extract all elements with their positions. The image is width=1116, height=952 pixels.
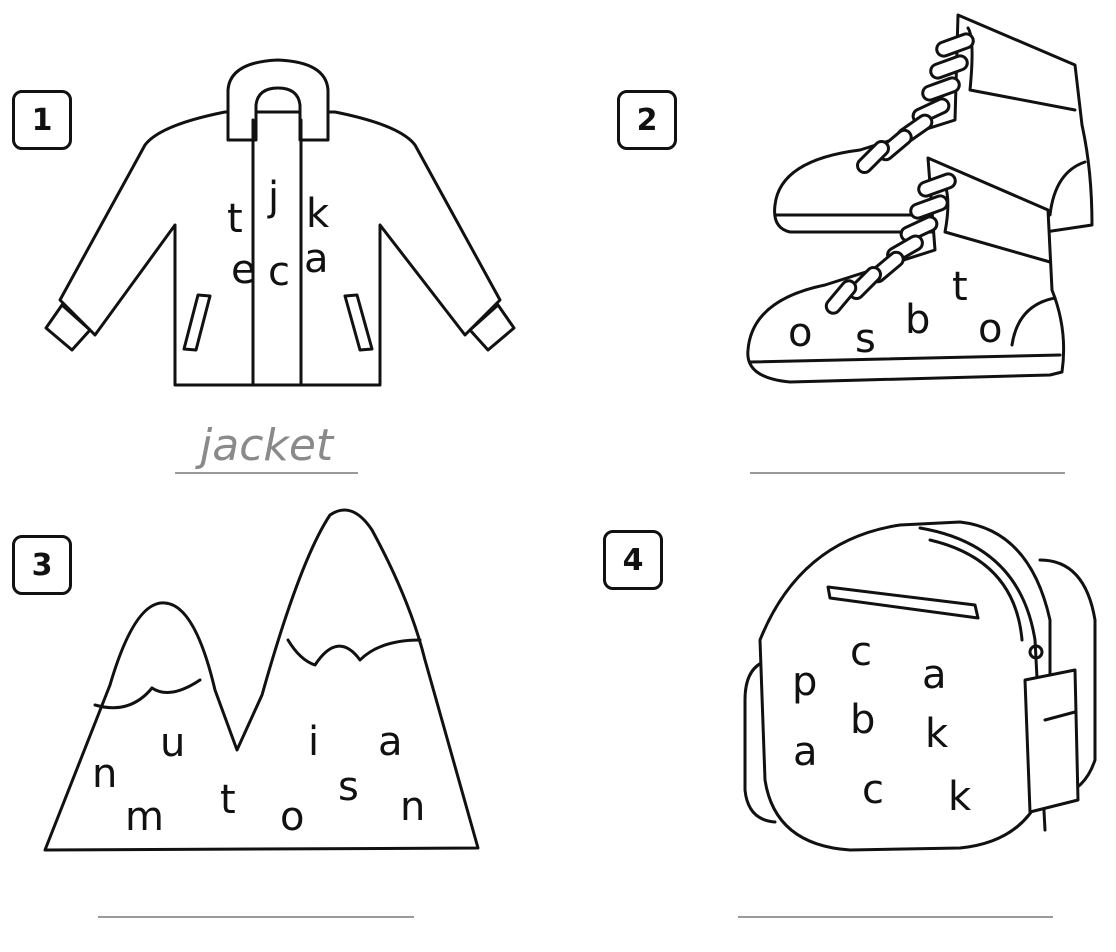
answer-line-3[interactable] bbox=[98, 916, 414, 918]
jacket-letter-t: t bbox=[227, 196, 243, 242]
backpack-letter-a-2: a bbox=[793, 729, 818, 775]
mountain-letter-t: t bbox=[220, 777, 236, 823]
answer-line-4[interactable] bbox=[738, 916, 1053, 918]
jacket-icon bbox=[44, 58, 516, 387]
jacket-letter-k: k bbox=[306, 191, 330, 237]
jacket-letter-j: j bbox=[267, 174, 279, 220]
answer-line-2[interactable] bbox=[750, 472, 1065, 474]
mountain-letter-n-2: n bbox=[400, 784, 425, 830]
boots-letter-b: b bbox=[905, 297, 930, 343]
mountain-letter-n: n bbox=[92, 751, 117, 797]
backpack-letter-p: p bbox=[792, 659, 817, 705]
backpack-letter-a: a bbox=[922, 652, 947, 698]
lace-icon bbox=[824, 32, 975, 315]
jacket-letter-a: a bbox=[304, 236, 329, 282]
mountain-letter-u: u bbox=[160, 720, 185, 766]
boots-letter-o-2: o bbox=[978, 306, 1002, 352]
item-number-4: 4 bbox=[603, 530, 663, 590]
backpack-letter-c: c bbox=[850, 629, 872, 675]
jacket-letter-c: c bbox=[268, 249, 290, 295]
backpack-letter-c-2: c bbox=[862, 767, 884, 813]
mountain-letter-s: s bbox=[338, 764, 359, 810]
mountain-letter-i: i bbox=[308, 719, 319, 765]
mountain-letter-m: m bbox=[125, 794, 164, 840]
jacket-letter-e: e bbox=[231, 247, 256, 293]
mountain-letter-a: a bbox=[378, 719, 403, 765]
boots-letter-o: o bbox=[788, 310, 812, 356]
item-number-1: 1 bbox=[12, 90, 72, 150]
answer-text-1: jacket bbox=[200, 420, 334, 471]
boots-letter-t: t bbox=[952, 264, 968, 310]
boots-letter-s: s bbox=[855, 316, 876, 362]
item-number-3: 3 bbox=[12, 535, 72, 595]
backpack-letter-k-2: k bbox=[948, 774, 972, 820]
mountains-icon bbox=[43, 508, 480, 852]
backpack-icon bbox=[743, 520, 1097, 852]
answer-line-1[interactable] bbox=[175, 472, 358, 474]
item-number-2: 2 bbox=[617, 90, 677, 150]
mountain-letter-o: o bbox=[280, 794, 304, 840]
backpack-letter-k: k bbox=[925, 711, 949, 757]
backpack-letter-b: b bbox=[850, 697, 875, 743]
